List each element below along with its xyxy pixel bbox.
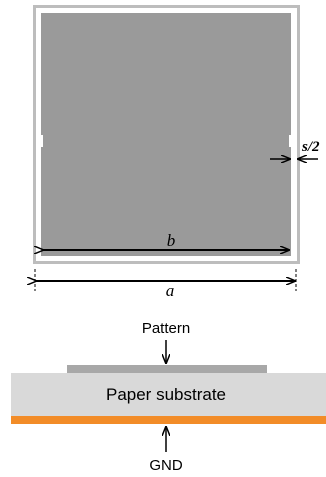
pattern-label: Pattern (142, 320, 190, 337)
paper-substrate (11, 373, 326, 416)
pattern-layer (67, 365, 267, 373)
gap-notch-left (38, 135, 43, 147)
gap-label: s/2 (301, 139, 320, 155)
dimension-a-label: a (166, 281, 175, 300)
metal-patch (41, 13, 291, 256)
gap-notch-right (289, 135, 294, 147)
ground-plane (11, 416, 326, 424)
dimension-b-label: b (167, 231, 176, 250)
ground-label: GND (149, 457, 183, 474)
substrate-label: Paper substrate (106, 385, 226, 404)
